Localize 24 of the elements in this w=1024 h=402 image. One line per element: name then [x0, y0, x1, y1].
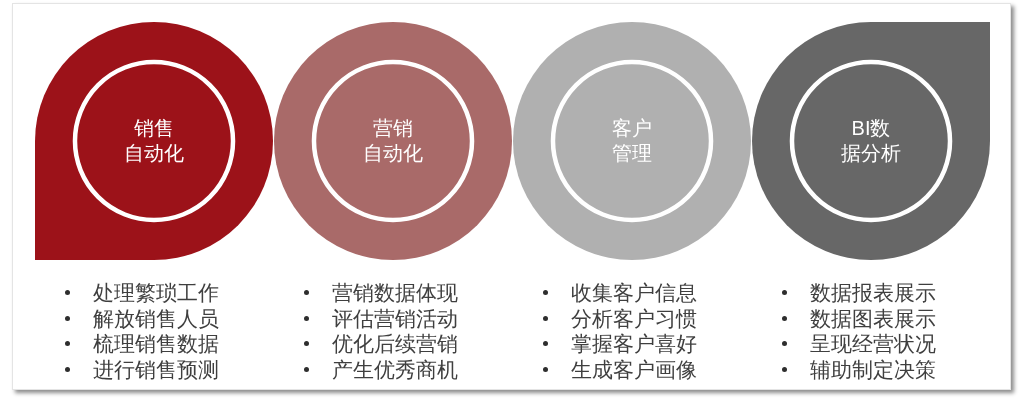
list-item: 分析客户习惯 — [571, 305, 697, 331]
list-item: 解放销售人员 — [93, 305, 219, 331]
list-item: 评估营销活动 — [332, 305, 458, 331]
list-item: 收集客户信息 — [571, 280, 697, 306]
list-item: 产生优秀商机 — [332, 356, 458, 382]
list-item: 优化后续营销 — [332, 331, 458, 357]
list-item: 生成客户画像 — [571, 356, 697, 382]
node-title: 客户管理 — [611, 116, 653, 166]
teardrop-badge — [752, 22, 990, 260]
list-item: 营销数据体现 — [332, 280, 458, 306]
teardrop-badge — [35, 22, 273, 260]
circle-badge — [513, 22, 751, 260]
node-title: 营销自动化 — [362, 116, 424, 166]
list-item: 处理繁琐工作 — [93, 280, 219, 306]
node-title: BI数据分析 — [840, 116, 902, 166]
list-item: 掌握客户喜好 — [571, 331, 697, 357]
list-item: 数据报表展示 — [810, 280, 936, 306]
list-item: 辅助制定决策 — [810, 356, 936, 382]
list-item: 梳理销售数据 — [93, 331, 219, 357]
node-title: 销售自动化 — [123, 116, 185, 166]
circle-badge — [274, 22, 512, 260]
list-item: 呈现经营状况 — [810, 331, 936, 357]
list-item: 进行销售预测 — [93, 356, 219, 382]
list-item: 数据图表展示 — [810, 305, 936, 331]
